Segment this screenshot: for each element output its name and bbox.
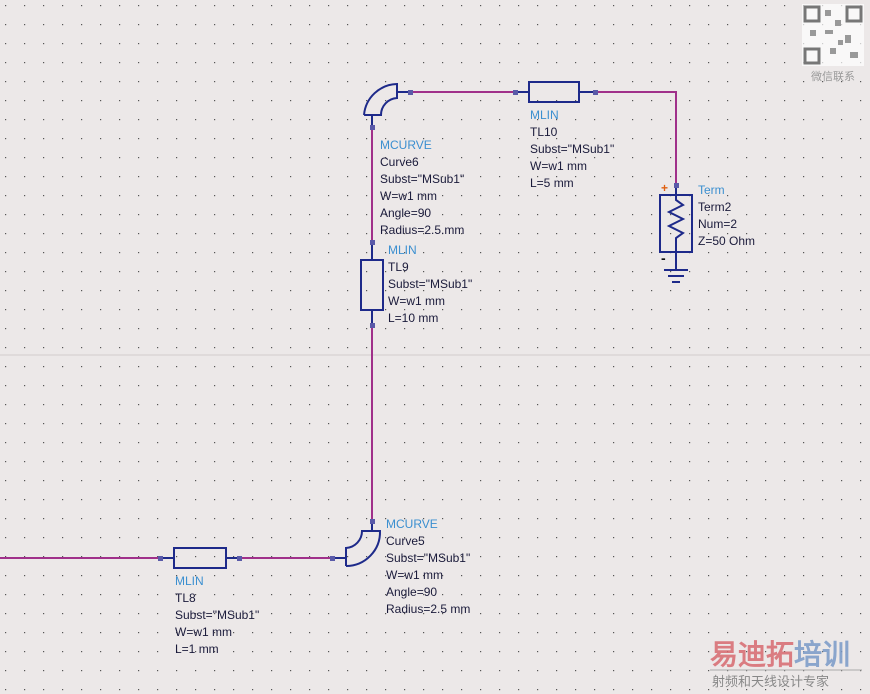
tl9-w-label: W=w1 mm (388, 294, 445, 308)
mcurve-curve5[interactable] (330, 519, 382, 567)
watermark-brand_red-label: 易迪拓 (710, 639, 794, 670)
plus-sign: + (661, 181, 668, 195)
tl8-labels: MLIN TL8 Subst="MSub1" W=w1 mm L=1 mm (175, 574, 259, 656)
tl9-name-label: TL9 (388, 260, 409, 274)
tl10-w-label: W=w1 mm (530, 159, 587, 173)
curve6-angle-label: Angle=90 (380, 206, 431, 220)
wires (0, 91, 677, 559)
tl10-subst-label: Subst="MSub1" (530, 142, 614, 156)
term-term2[interactable]: + - (659, 181, 693, 283)
term2-type-label: Term (698, 183, 725, 197)
watermark-brand_blue-label: 培训 (794, 638, 850, 670)
tl8-name-label: TL8 (175, 591, 196, 605)
tl10-type-label: MLIN (530, 108, 559, 122)
qr-caption: 微信联系 (811, 69, 855, 83)
curve6-labels: MCURVE Curve6 Subst="MSub1" W=w1 mm Angl… (380, 138, 464, 237)
tl8-w-label: W=w1 mm (175, 625, 232, 639)
minus-sign: - (661, 250, 666, 266)
tl9-type-label: MLIN (388, 243, 417, 257)
tl8-l-label: L=1 mm (175, 642, 219, 656)
mlin-tl10[interactable] (513, 81, 598, 103)
tl8-subst-label: Subst="MSub1" (175, 608, 259, 622)
tl9-labels: MLIN TL9 Subst="MSub1" W=w1 mm L=10 mm (388, 243, 472, 325)
curve5-name-label: Curve5 (386, 534, 425, 548)
curve5-labels: MCURVE Curve5 Subst="MSub1" W=w1 mm Angl… (386, 517, 470, 616)
term2-name-label: Term2 (698, 200, 732, 214)
curve5-radius-label: Radius=2.5 mm (386, 602, 470, 616)
curve5-subst-label: Subst="MSub1" (386, 551, 470, 565)
mlin-tl8[interactable] (158, 547, 242, 569)
tl10-labels: MLIN TL10 Subst="MSub1" W=w1 mm L=5 mm (530, 108, 614, 190)
brand-watermark: 易迪拓 培训 射频和天线设计专家 (710, 638, 862, 689)
tl10-l-label: L=5 mm (530, 176, 574, 190)
curve6-subst-label: Subst="MSub1" (380, 172, 464, 186)
curve5-w-label: W=w1 mm (386, 568, 443, 582)
tl9-subst-label: Subst="MSub1" (388, 277, 472, 291)
watermark-tagline-label: 射频和天线设计专家 (712, 674, 829, 689)
term2-z-label: Z=50 Ohm (698, 234, 755, 248)
tl9-l-label: L=10 mm (388, 311, 438, 325)
curve5-angle-label: Angle=90 (386, 585, 437, 599)
qr-code: 微信联系 (802, 4, 864, 83)
curve6-type-label: MCURVE (380, 138, 432, 152)
mcurve-curve6[interactable] (363, 82, 413, 130)
curve5-type-label: MCURVE (386, 517, 438, 531)
term2-num-label: Num=2 (698, 217, 737, 231)
curve6-name-label: Curve6 (380, 155, 419, 169)
tl8-type-label: MLIN (175, 574, 204, 588)
term2-labels: Term Term2 Num=2 Z=50 Ohm (698, 183, 755, 248)
curve6-w-label: W=w1 mm (380, 189, 437, 203)
tl10-name-label: TL10 (530, 125, 558, 139)
curve6-radius-label: Radius=2.5.mm (380, 223, 464, 237)
mlin-tl9[interactable] (360, 240, 384, 328)
